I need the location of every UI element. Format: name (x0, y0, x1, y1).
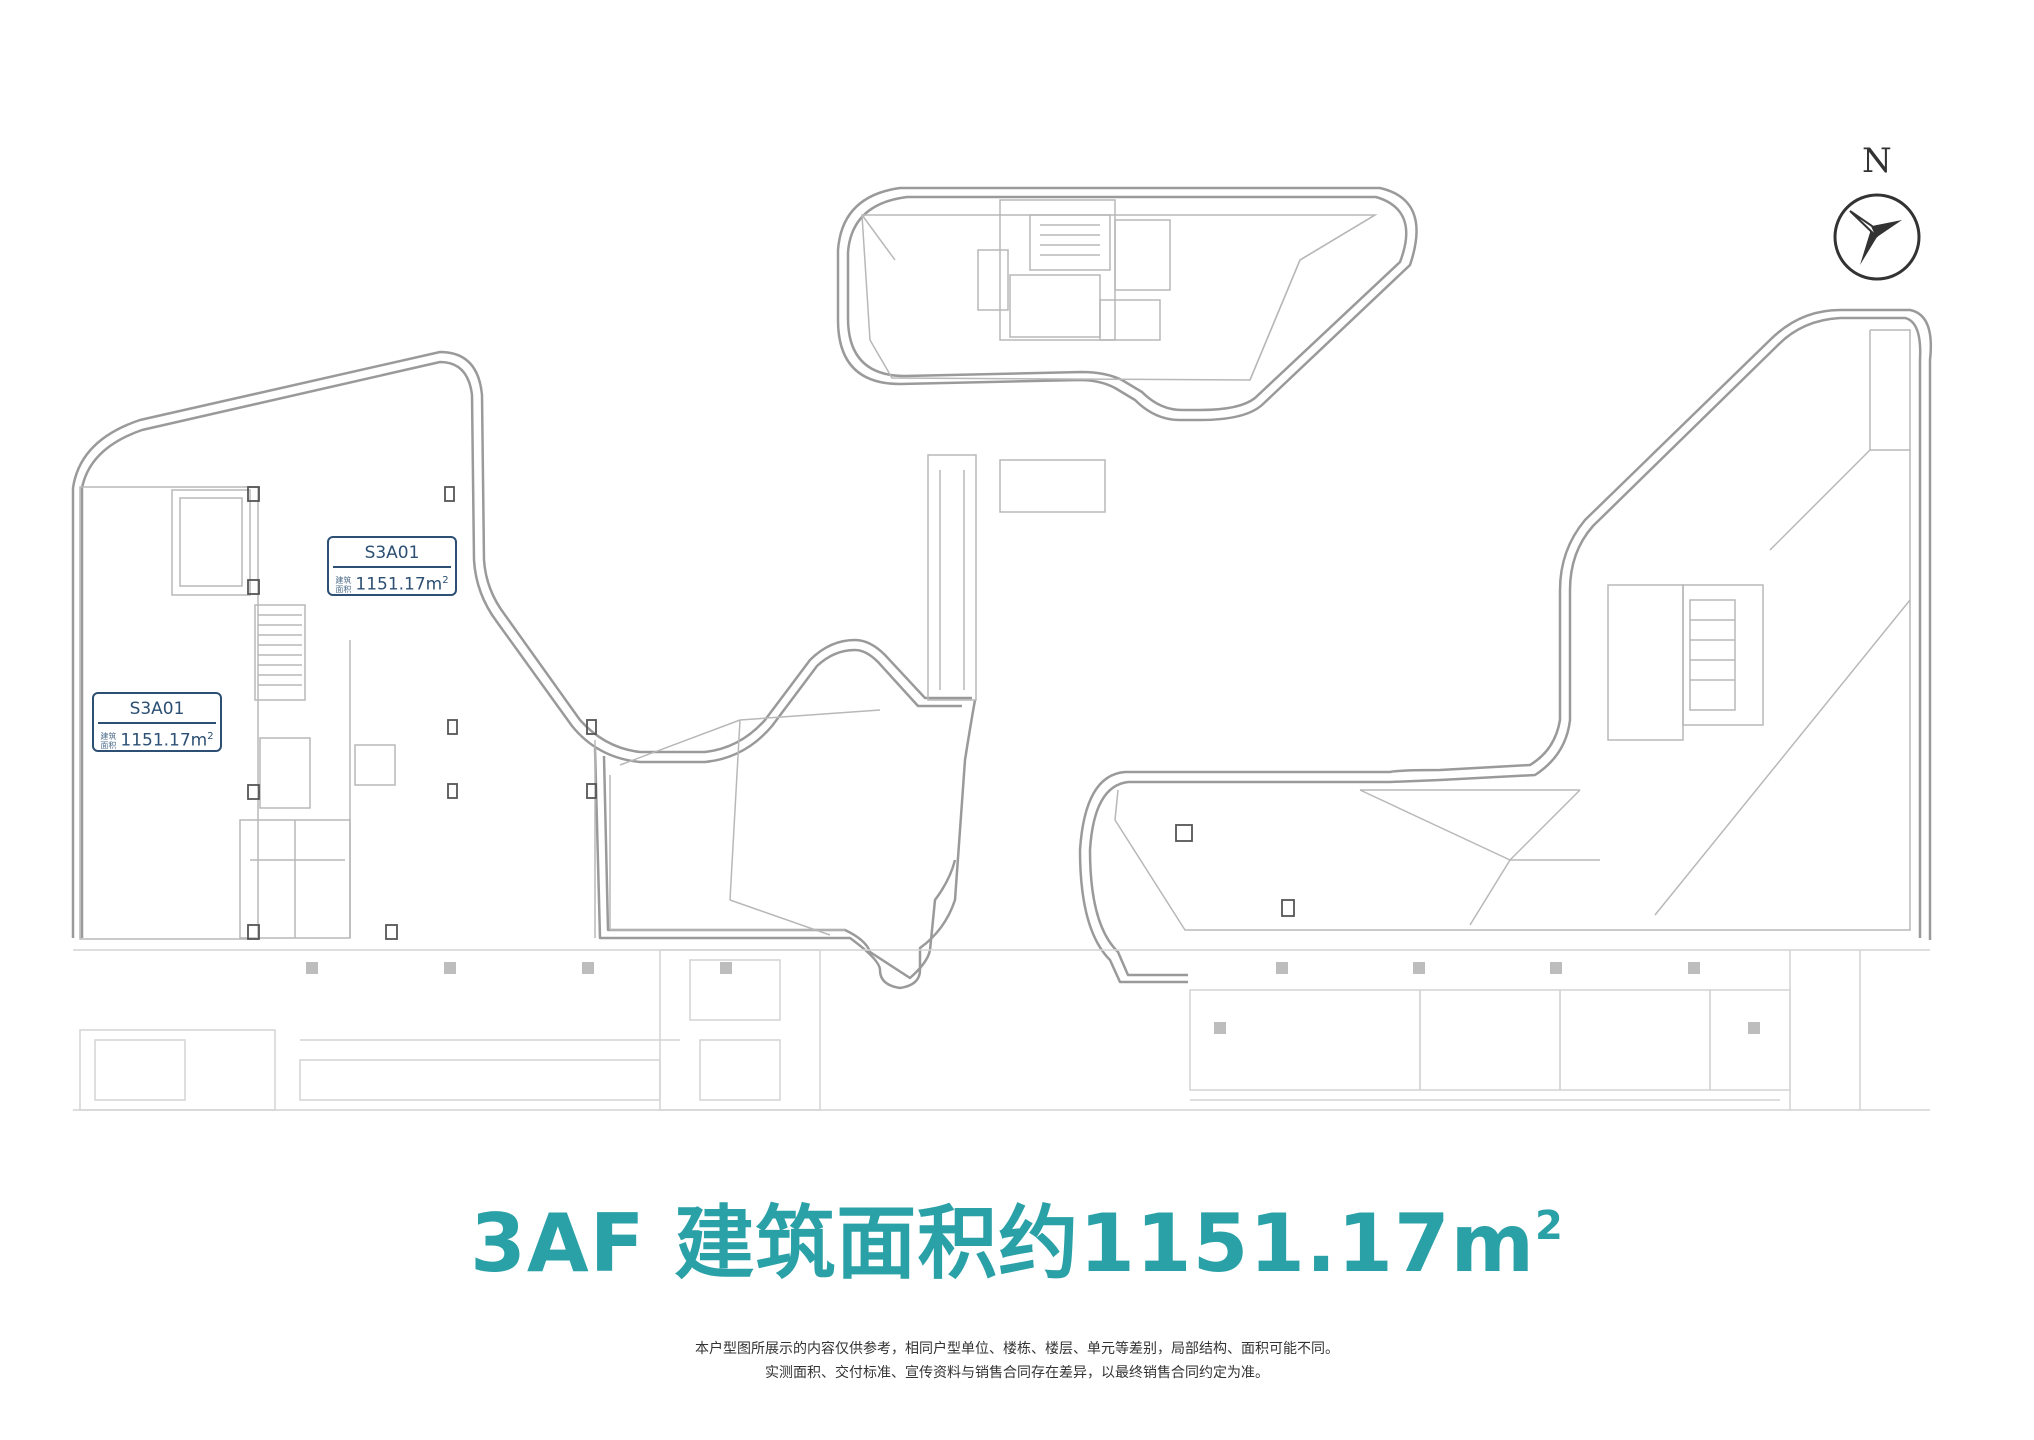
unit-area-value: 1151.17m (355, 574, 443, 595)
left-block-outline (71, 350, 972, 754)
unit-code: S3A01 (364, 543, 420, 563)
headline-text: 3AF 建筑面积约1151.17m (470, 1197, 1535, 1290)
lower-floor (73, 949, 1930, 1111)
roof-island-outline (836, 186, 1418, 422)
headline-sup: 2 (1534, 1203, 1564, 1249)
interior-lines (79, 199, 1911, 940)
right-block-outline (1840, 308, 1932, 940)
unit-area-sup: 2 (442, 575, 449, 586)
headline-area: 3AF 建筑面积约1151.17m2 (0, 1196, 2034, 1292)
unit-area-sup: 2 (207, 731, 214, 742)
disclaimer-line-2: 实测面积、交付标准、宣传资料与销售合同存在差异，以最终销售合同约定为准。 (765, 1365, 1269, 1381)
compass-icon (1833, 193, 1921, 281)
area-icon: 建筑 面积 (335, 575, 352, 594)
area-icon: 建筑 面积 (100, 731, 117, 750)
disclaimer-line-1: 本户型图所展示的内容仅供参考，相同户型单位、楼栋、楼层、单元等差别，局部结构、面… (695, 1341, 1339, 1357)
building-outlines (71, 186, 1932, 990)
unit-area-value: 1151.17m (120, 730, 208, 751)
north-label: N (1862, 141, 1892, 181)
upper-columns (247, 486, 1295, 940)
middle-podium-outline (593, 699, 977, 990)
unit-code: S3A01 (129, 699, 185, 719)
label-divider (98, 722, 216, 724)
columns (306, 962, 1760, 1034)
label-divider (333, 566, 451, 568)
